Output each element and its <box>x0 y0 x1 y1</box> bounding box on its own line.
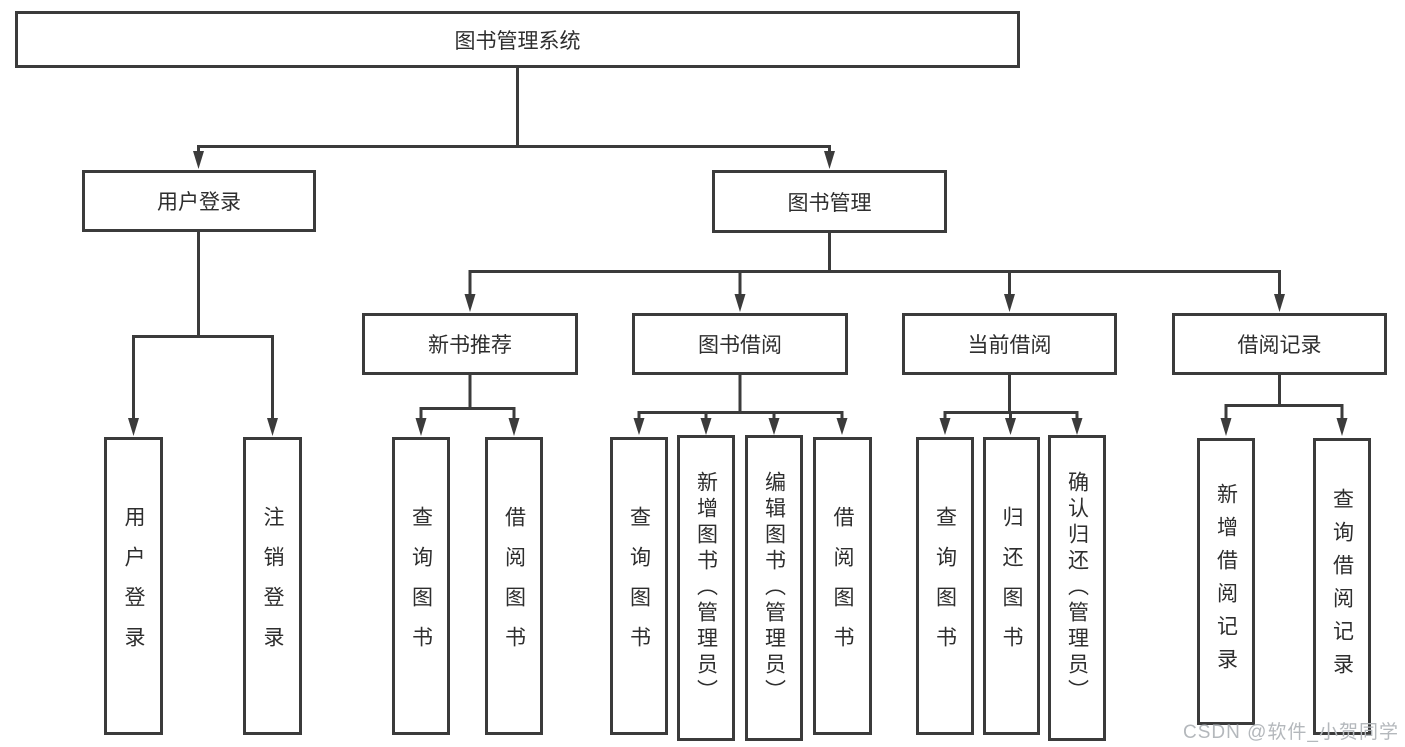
leaf-query-books-recommend: 查询图书 <box>392 437 450 735</box>
node-current-borrow: 当前借阅 <box>902 313 1117 375</box>
node-label: 用户登录 <box>157 191 241 214</box>
node-label: 图书管理系统 <box>454 29 581 53</box>
leaf-label: 用户登录 <box>122 506 145 666</box>
node-book-borrow: 图书借阅 <box>632 313 848 375</box>
leaf-label: 借阅图书 <box>502 506 526 666</box>
leaf-label: 查询图书 <box>933 506 957 666</box>
node-new-book-recommend: 新书推荐 <box>362 313 578 375</box>
leaf-label: 确认归还（管理员） <box>1065 471 1089 705</box>
node-label: 当前借阅 <box>967 334 1052 357</box>
leaf-confirm-return-admin: 确认归还（管理员） <box>1048 435 1106 741</box>
node-label: 图书借阅 <box>698 334 782 357</box>
node-label: 图书管理 <box>787 191 872 215</box>
leaf-query-borrow-record: 查询借阅记录 <box>1313 438 1371 735</box>
leaf-label: 编辑图书（管理员） <box>762 471 786 705</box>
node-user-login: 用户登录 <box>82 170 316 232</box>
leaf-logout: 注销登录 <box>243 437 302 735</box>
node-label: 新书推荐 <box>428 334 512 357</box>
leaf-label: 查询图书 <box>409 506 433 666</box>
leaf-add-borrow-record: 新增借阅记录 <box>1197 438 1255 725</box>
leaf-label: 查询借阅记录 <box>1330 487 1354 686</box>
leaf-borrow-books: 借阅图书 <box>813 437 872 735</box>
leaf-label: 新增图书（管理员） <box>694 471 718 705</box>
leaf-label: 借阅图书 <box>831 506 854 666</box>
leaf-user-login: 用户登录 <box>104 437 163 735</box>
csdn-watermark: CSDN @软件_小贺同学 <box>1183 722 1399 743</box>
leaf-add-books-admin: 新增图书（管理员） <box>677 435 735 741</box>
leaf-label: 查询图书 <box>627 506 651 666</box>
leaf-edit-books-admin: 编辑图书（管理员） <box>745 435 803 741</box>
leaf-label: 新增借阅记录 <box>1214 482 1238 681</box>
node-label: 借阅记录 <box>1237 334 1322 357</box>
node-borrow-records: 借阅记录 <box>1172 313 1387 375</box>
leaf-label: 注销登录 <box>261 506 284 666</box>
leaf-query-books-current: 查询图书 <box>916 437 974 735</box>
leaf-return-books: 归还图书 <box>983 437 1040 735</box>
node-library-system: 图书管理系统 <box>15 11 1020 68</box>
leaf-label: 归还图书 <box>1000 506 1023 666</box>
node-book-management: 图书管理 <box>712 170 947 233</box>
leaf-query-books-borrow: 查询图书 <box>610 437 668 735</box>
leaf-borrow-books-recommend: 借阅图书 <box>485 437 543 735</box>
